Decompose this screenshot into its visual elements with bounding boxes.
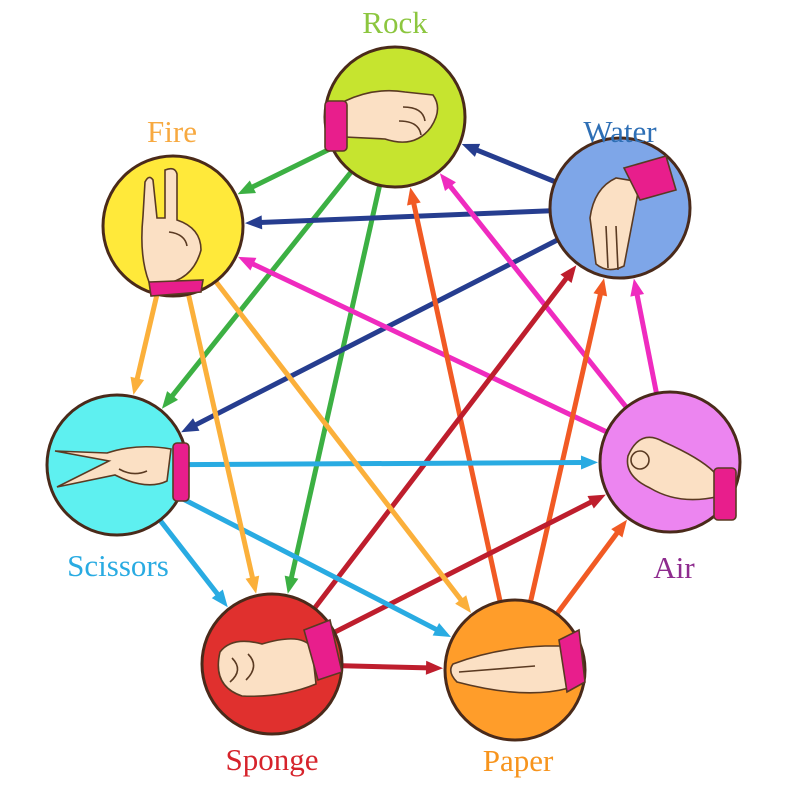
node-paper — [443, 598, 587, 742]
arrow-rock-to-fire — [237, 143, 337, 195]
v-sign-icon — [54, 442, 190, 502]
node-fire — [101, 154, 245, 298]
ok-hand-icon — [626, 436, 737, 521]
raised-fingers-icon — [141, 167, 204, 297]
fist-icon — [324, 89, 439, 152]
node-scissors — [45, 393, 190, 537]
label-scissors: Scissors — [67, 548, 169, 583]
arrow-fire-to-sponge — [185, 289, 260, 594]
arrow-water-to-scissors — [181, 235, 563, 433]
arrow-air-to-fire — [238, 256, 612, 436]
node-air — [598, 390, 742, 534]
arrow-fire-to-paper — [211, 276, 472, 613]
label-sponge: Sponge — [226, 742, 319, 777]
arrow-paper-to-water — [527, 278, 608, 607]
edges-layer — [130, 143, 660, 675]
nodes-layer — [45, 45, 742, 742]
label-air: Air — [653, 550, 695, 585]
node-rock — [323, 45, 467, 189]
node-water — [548, 136, 692, 280]
arrow-paper-to-air — [552, 519, 627, 619]
arrow-scissors-to-sponge — [155, 515, 228, 608]
arrow-sponge-to-water — [310, 265, 577, 614]
label-water: Water — [583, 114, 657, 149]
curled-hand-icon — [217, 618, 343, 698]
arrow-rock-to-sponge — [284, 180, 383, 594]
arrow-water-to-rock — [461, 143, 560, 186]
arrow-scissors-to-air — [182, 455, 599, 470]
label-paper: Paper — [483, 743, 554, 778]
flat-hand-icon — [449, 628, 586, 694]
hand-down-icon — [589, 155, 677, 271]
arrow-sponge-to-air — [329, 494, 606, 637]
arrow-water-to-fire — [244, 208, 555, 230]
label-fire: Fire — [147, 114, 197, 149]
arrow-air-to-water — [630, 278, 660, 398]
node-sponge — [200, 592, 344, 736]
arrow-air-to-rock — [439, 173, 631, 412]
arrow-scissors-to-paper — [174, 492, 451, 638]
label-rock: Rock — [362, 5, 428, 40]
arrow-sponge-to-paper — [337, 660, 444, 675]
arrow-fire-to-scissors — [130, 289, 161, 395]
arrow-paper-to-rock — [407, 187, 504, 607]
